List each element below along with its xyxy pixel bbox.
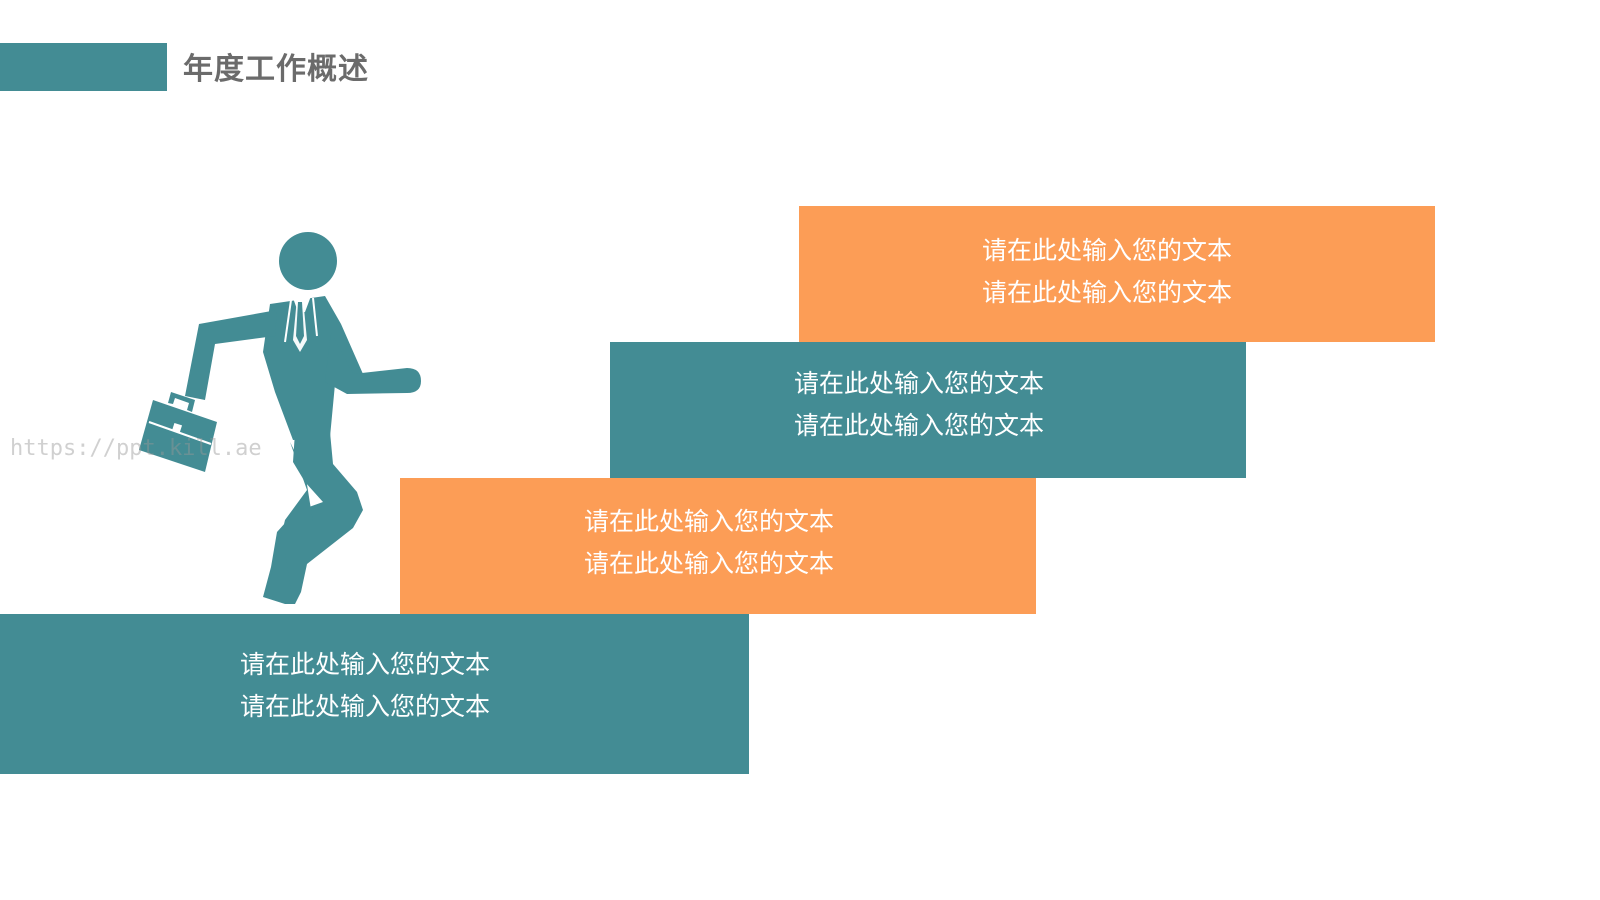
step-3-line-1: 请在此处输入您的文本 — [794, 369, 1045, 398]
step-1-line-1: 请在此处输入您的文本 — [240, 650, 491, 679]
step-1-line-2: 请在此处输入您的文本 — [240, 692, 491, 721]
header-accent-bar — [0, 43, 167, 91]
step-3-line-2: 请在此处输入您的文本 — [794, 411, 1045, 440]
step-box-4: 请在此处输入您的文本 请在此处输入您的文本 — [799, 206, 1435, 342]
page-title: 年度工作概述 — [183, 52, 369, 87]
step-text-3: 请在此处输入您的文本 请在此处输入您的文本 — [794, 363, 1044, 447]
step-box-3: 请在此处输入您的文本 请在此处输入您的文本 — [610, 342, 1246, 478]
step-box-2: 请在此处输入您的文本 请在此处输入您的文本 — [400, 478, 1036, 614]
step-box-1: 请在此处输入您的文本 请在此处输入您的文本 — [0, 614, 749, 774]
watermark-text: https://ppt.kill.ae — [10, 436, 262, 461]
step-4-line-1: 请在此处输入您的文本 — [982, 236, 1233, 265]
step-text-2: 请在此处输入您的文本 请在此处输入您的文本 — [584, 501, 834, 585]
step-text-1: 请在此处输入您的文本 请在此处输入您的文本 — [240, 644, 490, 728]
step-2-line-2: 请在此处输入您的文本 — [584, 549, 835, 578]
step-2-line-1: 请在此处输入您的文本 — [584, 507, 835, 536]
step-4-line-2: 请在此处输入您的文本 — [982, 278, 1233, 307]
step-text-4: 请在此处输入您的文本 请在此处输入您的文本 — [982, 230, 1232, 314]
businessman-climbing-icon — [139, 232, 421, 604]
